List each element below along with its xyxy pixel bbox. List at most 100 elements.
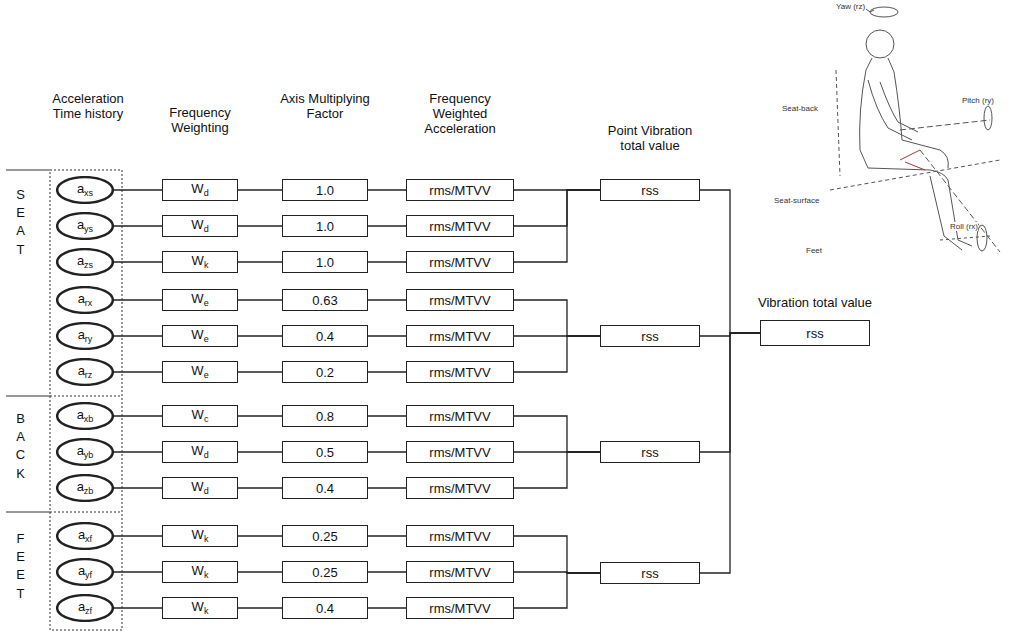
signal-line [368,451,406,452]
node-text: rms/MTVV [429,294,490,307]
subscript-text: xb [84,414,94,424]
subscript-text: k [204,606,209,616]
factor-box: 0.8 [282,405,368,427]
signal-line [114,451,162,452]
node-text: axb [77,408,94,424]
node-text: axf [78,528,92,544]
signal-line [514,416,600,452]
main-text: rms/MTVV [429,293,490,308]
signal-line [114,535,162,536]
factor-box: 0.4 [282,597,368,619]
node-text: azb [77,480,94,496]
main-text: 0.4 [316,481,334,496]
rms-box: rms/MTVV [406,441,514,463]
factor-box: 0.25 [282,525,368,547]
rms-box: rms/MTVV [406,597,514,619]
seated-person [830,7,1000,252]
main-text: W [191,327,203,342]
main-text: W [192,253,204,268]
main-text: 0.25 [312,529,337,544]
rms-box: rms/MTVV [406,325,514,347]
main-text: 1.0 [316,255,334,270]
signal-line [114,371,162,372]
signal-line [238,571,282,572]
point-rss-box: rss [600,325,700,347]
weighting-box: We [162,289,238,311]
main-text: W [192,407,204,422]
acceleration-ellipse: ary [56,322,114,350]
rms-box: rms/MTVV [406,525,514,547]
node-text: 0.4 [316,602,334,615]
signal-line [514,190,600,226]
axis-label: Yaw (rz) [836,2,865,11]
subscript-text: zb [84,486,94,496]
subscript-text: yf [85,570,92,580]
node-text: rms/MTVV [429,330,490,343]
acceleration-ellipse: azs [56,248,114,276]
signal-line [368,571,406,572]
signal-line [114,261,162,262]
node-text: Wd [191,218,208,234]
point-rss-box: rss [600,562,700,584]
group-name: FEET [14,530,27,603]
subscript-text: zs [84,260,93,270]
node-text: rms/MTVV [429,530,490,543]
subscript-text: e [204,298,209,308]
node-text: rms/MTVV [429,220,490,233]
main-text: rss [806,326,823,341]
acceleration-ellipse: ayb [56,438,114,466]
main-text: rss [641,183,658,198]
main-text: W [192,599,204,614]
main-text: rss [641,329,658,344]
node-text: Wk [192,254,209,270]
main-text: 0.8 [316,409,334,424]
main-text: W [192,527,204,542]
main-text: rms/MTVV [429,183,490,198]
main-text: a [77,407,84,422]
part-label: Feet [806,246,822,255]
acceleration-ellipse: azf [56,594,114,622]
factor-box: 0.5 [282,441,368,463]
group-name: BACK [14,410,27,483]
node-text: azf [78,600,92,616]
node-text: rms/MTVV [429,446,490,459]
node-text: 0.4 [316,482,334,495]
signal-line [238,371,282,372]
node-text: rms/MTVV [429,366,490,379]
rms-box: rms/MTVV [406,361,514,383]
acceleration-ellipse: azb [56,474,114,502]
column-header: Point Vibration total value [598,124,702,154]
node-text: arz [78,364,93,380]
column-header: Frequency Weighted Acceleration [405,92,515,137]
rms-box: rms/MTVV [406,477,514,499]
node-text: 1.0 [316,220,334,233]
node-text: 0.4 [316,330,334,343]
node-text: 0.63 [312,294,337,307]
subscript-text: d [204,188,209,198]
signal-line [700,190,760,333]
main-text: rms/MTVV [429,565,490,580]
main-text: rms/MTVV [429,601,490,616]
point-rss-box: rss [600,441,700,463]
main-text: W [191,363,203,378]
main-text: rms/MTVV [429,219,490,234]
rms-box: rms/MTVV [406,251,514,273]
subscript-text: zf [85,606,92,616]
node-text: Wk [192,564,209,580]
main-text: W [191,291,203,306]
factor-box: 0.4 [282,477,368,499]
node-text: 0.25 [312,530,337,543]
signal-line [238,487,282,488]
node-text: 0.8 [316,410,334,423]
signal-line [238,299,282,300]
main-text: 1.0 [316,219,334,234]
main-text: a [78,363,85,378]
acceleration-ellipse: ayf [56,558,114,586]
main-text: a [78,527,85,542]
main-text: a [78,563,85,578]
node-text: 0.5 [316,446,334,459]
column-header: Acceleration Time history [38,92,138,122]
signal-line [514,452,600,488]
main-text: 0.25 [312,565,337,580]
signal-line [514,573,600,608]
